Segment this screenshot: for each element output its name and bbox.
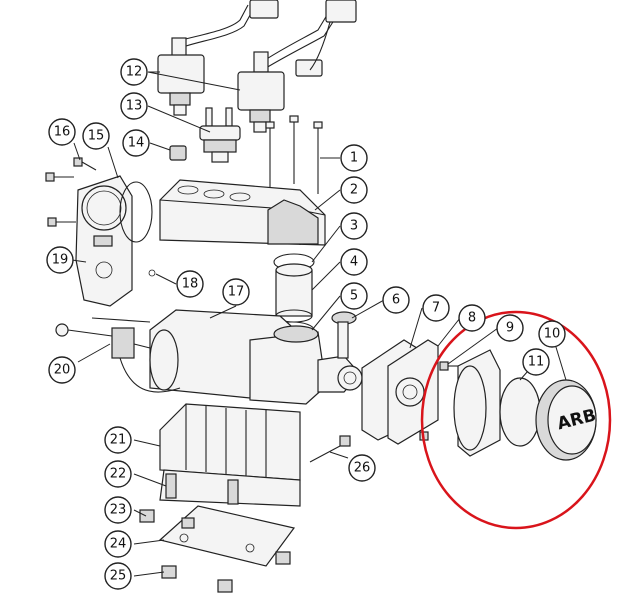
callout-20: 20 bbox=[48, 356, 76, 384]
motor-assembly bbox=[149, 309, 363, 405]
solenoid-valve-right bbox=[237, 51, 285, 133]
callout-17: 17 bbox=[222, 278, 250, 306]
end-plate bbox=[361, 339, 439, 445]
power-lead bbox=[55, 317, 181, 393]
callout-22: 22 bbox=[104, 460, 132, 488]
callout-19: 19 bbox=[46, 246, 74, 274]
cylinder-head bbox=[159, 179, 326, 246]
callout-labels: 1 2 3 4 5 6 7 8 9 10 11 12 13 14 15 16 1… bbox=[46, 58, 566, 590]
svg-text:9: 9 bbox=[506, 321, 514, 336]
svg-text:14: 14 bbox=[128, 136, 145, 151]
svg-text:24: 24 bbox=[110, 537, 127, 552]
svg-text:23: 23 bbox=[110, 503, 127, 518]
callout-1: 1 bbox=[340, 144, 368, 172]
svg-text:1: 1 bbox=[350, 151, 358, 166]
svg-text:20: 20 bbox=[54, 363, 71, 378]
long-bolts bbox=[265, 115, 323, 194]
callout-25: 25 bbox=[104, 562, 132, 590]
svg-text:11: 11 bbox=[528, 355, 545, 370]
callout-18: 18 bbox=[176, 270, 204, 298]
svg-text:19: 19 bbox=[52, 253, 69, 268]
callout-26: 26 bbox=[348, 454, 376, 482]
svg-text:4: 4 bbox=[350, 255, 358, 270]
svg-text:3: 3 bbox=[350, 219, 358, 234]
pressure-switch bbox=[199, 107, 241, 163]
screws-left bbox=[45, 157, 97, 227]
cylinder-sleeve bbox=[275, 263, 313, 323]
svg-text:6: 6 bbox=[392, 293, 400, 308]
leader-lines bbox=[71, 71, 567, 577]
svg-text:10: 10 bbox=[544, 327, 561, 342]
svg-text:26: 26 bbox=[354, 461, 371, 476]
mounting-plate bbox=[158, 505, 296, 567]
callout-12: 12 bbox=[120, 58, 148, 86]
callout-24: 24 bbox=[104, 530, 132, 558]
svg-text:12: 12 bbox=[126, 65, 143, 80]
callout-7: 7 bbox=[422, 294, 450, 322]
callout-8: 8 bbox=[458, 304, 486, 332]
callout-21: 21 bbox=[104, 426, 132, 454]
svg-text:22: 22 bbox=[110, 467, 127, 482]
svg-text:17: 17 bbox=[228, 285, 245, 300]
gasket-plate bbox=[75, 175, 133, 307]
highlight-circle bbox=[420, 310, 612, 530]
callout-16: 16 bbox=[48, 118, 76, 146]
svg-text:7: 7 bbox=[432, 301, 440, 316]
solenoid-valve-left bbox=[157, 37, 205, 116]
callout-5: 5 bbox=[340, 282, 368, 310]
callout-11: 11 bbox=[522, 348, 550, 376]
hex-nut bbox=[169, 145, 187, 161]
wiring-harness bbox=[181, 0, 357, 77]
air-filter-cap-assembly: ARB bbox=[439, 349, 598, 461]
svg-text:18: 18 bbox=[182, 277, 199, 292]
callout-23: 23 bbox=[104, 496, 132, 524]
nuts bbox=[139, 509, 291, 593]
callout-10: 10 bbox=[538, 320, 566, 348]
callout-6: 6 bbox=[382, 286, 410, 314]
callout-4: 4 bbox=[340, 248, 368, 276]
callout-13: 13 bbox=[120, 92, 148, 120]
svg-text:16: 16 bbox=[54, 125, 71, 140]
small-o-ring bbox=[148, 269, 156, 277]
svg-text:25: 25 bbox=[110, 569, 127, 584]
callout-2: 2 bbox=[340, 176, 368, 204]
callout-3: 3 bbox=[340, 212, 368, 240]
intake-fitting bbox=[331, 311, 357, 359]
svg-text:8: 8 bbox=[468, 311, 476, 326]
svg-text:2: 2 bbox=[350, 183, 358, 198]
svg-text:21: 21 bbox=[110, 433, 127, 448]
mounting-bolt bbox=[309, 435, 351, 463]
o-ring bbox=[119, 181, 153, 243]
callout-9: 9 bbox=[496, 314, 524, 342]
svg-text:13: 13 bbox=[126, 99, 143, 114]
svg-text:15: 15 bbox=[88, 129, 105, 144]
svg-text:5: 5 bbox=[350, 289, 358, 304]
callout-15: 15 bbox=[82, 122, 110, 150]
callout-14: 14 bbox=[122, 129, 150, 157]
